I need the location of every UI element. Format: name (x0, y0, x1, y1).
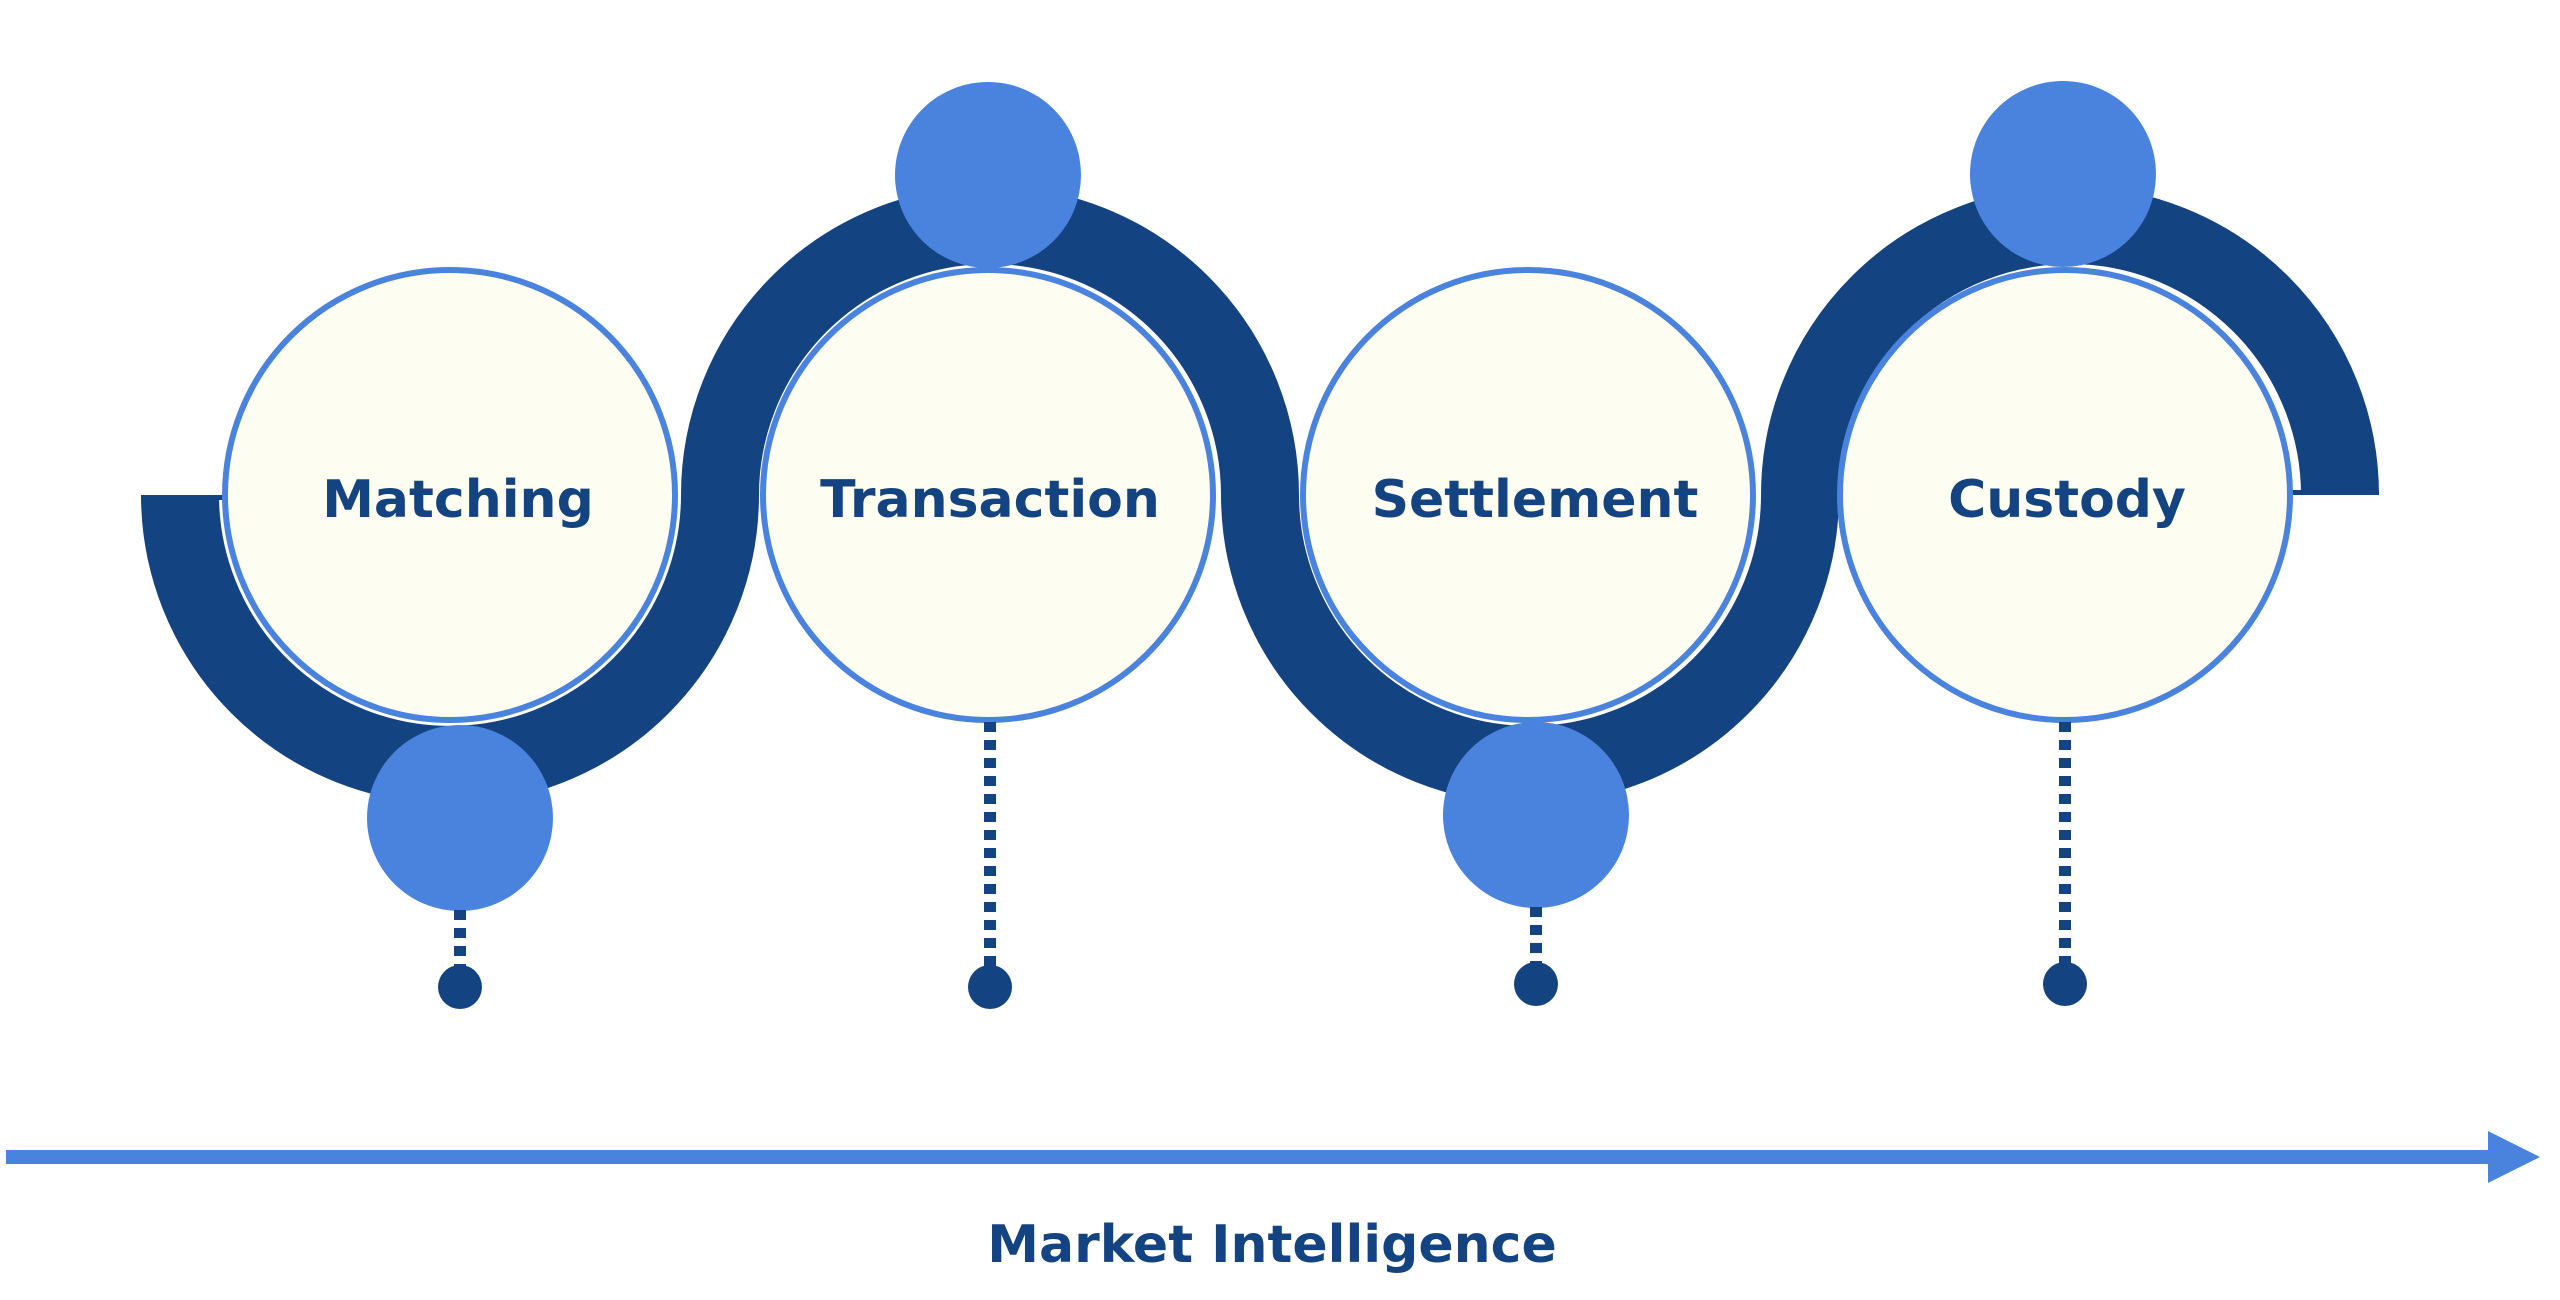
connector-dot-settlement (1443, 722, 1629, 908)
connector-dot-custody (1970, 81, 2156, 267)
endpoint-dot-matching (438, 965, 482, 1009)
stage-label-custody: Custody (1948, 470, 2186, 530)
stage-circle-custody (1837, 267, 2293, 723)
endpoint-dot-settlement (1514, 962, 1558, 1006)
connector-dot-matching (367, 725, 553, 911)
stage-label-settlement: Settlement (1372, 470, 1699, 530)
endpoint-dot-transaction (968, 965, 1012, 1009)
stage-circle-matching (222, 267, 678, 723)
timeline-axis-label: Market Intelligence (987, 1215, 1556, 1275)
stage-settlement: Settlement (1300, 267, 1756, 1006)
stage-custody: Custody (1837, 81, 2293, 1006)
stage-circle-transaction (760, 267, 1216, 723)
stage-transaction: Transaction (760, 82, 1216, 1009)
endpoint-dot-custody (2043, 962, 2087, 1006)
stage-circle-settlement (1300, 267, 1756, 723)
timeline-arrowhead (2488, 1131, 2540, 1183)
timeline-arrow-shaft (6, 1150, 2496, 1164)
connector-dot-transaction (895, 82, 1081, 268)
stage-label-matching: Matching (322, 470, 594, 530)
wave-left-cap (141, 495, 261, 500)
timeline-arrow (6, 1131, 2540, 1183)
wave-right-cap (2290, 490, 2379, 495)
stage-matching: Matching (222, 267, 678, 1009)
stage-label-transaction: Transaction (820, 470, 1160, 530)
